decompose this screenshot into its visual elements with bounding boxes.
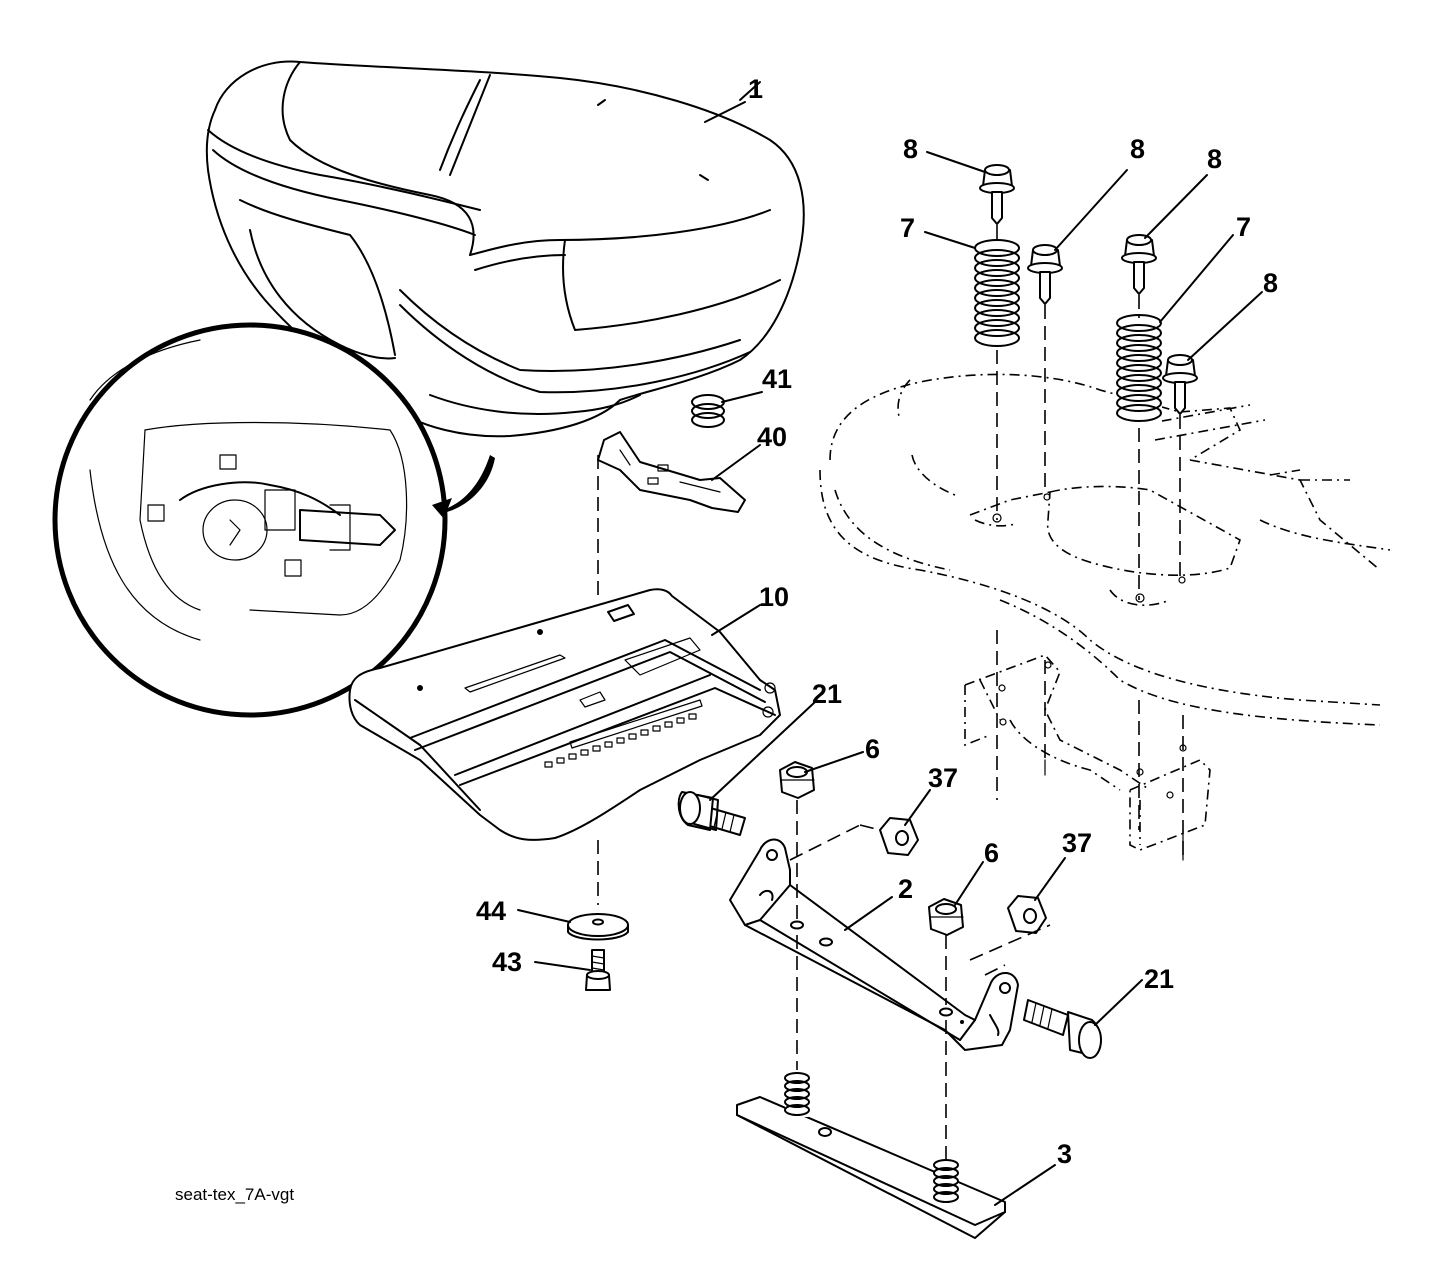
seat-bracket-2: [729, 824, 1051, 1051]
nut-6-lower: [928, 898, 964, 936]
seat-illustration: [205, 60, 805, 438]
bolt-21-left: [677, 791, 746, 836]
assembly-lines-upper: [996, 225, 1184, 860]
callout-10: 10: [759, 582, 789, 612]
callout-21-a: 21: [812, 679, 842, 709]
nut-37-lower: [1007, 895, 1047, 934]
callout-44: 44: [476, 896, 506, 926]
bolt-8-b: [1027, 244, 1063, 305]
callout-37-a: 37: [928, 763, 958, 793]
callout-41: 41: [762, 364, 792, 394]
bolt-21-right: [1023, 999, 1102, 1059]
callout-6-a: 6: [865, 734, 880, 764]
callout-40: 40: [757, 422, 787, 452]
callout-6-b: 6: [984, 838, 999, 868]
callout-1: 1: [748, 74, 763, 104]
callout-8-b: 8: [1130, 134, 1145, 164]
detail-view-circle: [52, 322, 495, 718]
base-plate-3: [736, 1072, 1006, 1239]
stud-left: [784, 1072, 810, 1117]
callout-3: 3: [1057, 1139, 1072, 1169]
spring-7-left: [974, 239, 1020, 347]
bolt-8-a: [979, 164, 1015, 225]
callout-7-a: 7: [900, 213, 915, 243]
bolt-8-c: [1121, 234, 1157, 295]
callout-8-d: 8: [1263, 268, 1278, 298]
washer-44: [567, 913, 629, 941]
bolt-43: [585, 949, 611, 991]
seat-pan-10: [348, 588, 781, 841]
nut-37-upper: [879, 817, 919, 856]
callout-2: 2: [898, 874, 913, 904]
stud-right: [933, 1159, 959, 1204]
assembly-lines-lower: [796, 800, 947, 1160]
callout-43: 43: [492, 947, 522, 977]
callout-37-b: 37: [1062, 828, 1092, 858]
spring-41: [691, 394, 725, 428]
spring-7-right: [1116, 314, 1162, 426]
clip-40: [597, 431, 746, 513]
callout-labels: 1 8 8 8 8 7 7 41 40 10 21 21 6 6 37 37 2…: [476, 74, 1278, 1169]
tractor-fender-outline: [819, 373, 1391, 726]
bolt-8-d: [1162, 354, 1198, 415]
nut-6-upper: [779, 761, 815, 799]
callout-7-b: 7: [1236, 212, 1251, 242]
callout-8-c: 8: [1207, 144, 1222, 174]
callout-8-a: 8: [903, 134, 918, 164]
diagram-caption: seat-tex_7A-vgt: [175, 1185, 294, 1204]
callout-21-b: 21: [1144, 964, 1174, 994]
leader-lines: [517, 101, 1263, 1206]
seat-pan-adjust-holes: [544, 713, 697, 768]
